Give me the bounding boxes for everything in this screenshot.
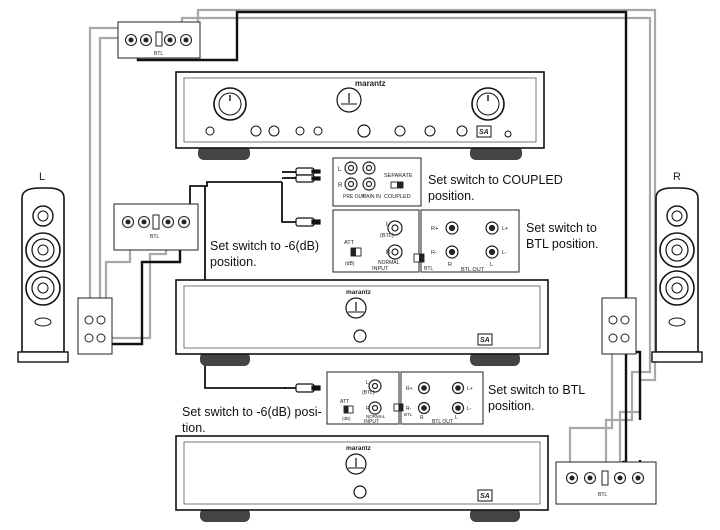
pa1-db-label: (dB) bbox=[345, 261, 355, 267]
pa2-r-plus: R+ bbox=[406, 386, 413, 392]
pa2-l-label: L bbox=[366, 380, 369, 386]
power-amp-2-rear-panel: (BTL) L R ATT (dB) NORMAL INPUT BTL R+ R… bbox=[326, 371, 484, 425]
pa2-sa-logo: SA bbox=[480, 493, 490, 500]
rca-plugs bbox=[295, 167, 321, 393]
pa2-l-plus: L+ bbox=[467, 386, 473, 392]
annotation-btl-bottom-line2: position. bbox=[488, 399, 535, 413]
pa1-l-out-label: L bbox=[490, 262, 493, 268]
top-speaker-terminal-block: BTL bbox=[117, 21, 201, 59]
pa1-sa-logo: SA bbox=[480, 337, 490, 344]
pa1-r-label: R bbox=[386, 250, 391, 256]
bottom-right-terminal-block: BTL bbox=[555, 461, 657, 505]
annotation-att-bottom-line1: Set switch to -6(dB) posi- bbox=[182, 405, 322, 419]
preamplifier-unit: marantz SA bbox=[175, 71, 545, 160]
annotation-btl-top-line1: Set switch to bbox=[526, 221, 597, 235]
right-speaker-label: R bbox=[673, 171, 681, 183]
pa2-att-label: ATT bbox=[340, 399, 349, 405]
pa1-r-out-label: R bbox=[448, 262, 452, 268]
preamp-brand-logo: marantz bbox=[355, 79, 386, 88]
pa1-r-plus: R+ bbox=[431, 226, 438, 232]
annotation-att-top: Set switch to -6(dB) position. bbox=[210, 238, 319, 270]
annotation-att-top-line1: Set switch to -6(dB) bbox=[210, 239, 320, 253]
preamp-rear-panel: L R PRE OUT MAIN IN SEPARATE COUPLED bbox=[332, 157, 422, 207]
annotation-coupled-line1: Set switch to COUPLED bbox=[428, 173, 563, 187]
power-amp-1-rear-panel: (BTL) L R ATT (dB) NORMAL INPUT BTL R+ R… bbox=[332, 209, 520, 273]
annotation-att-bottom-line2: tion. bbox=[182, 421, 206, 435]
pa2-btl-out-label: BTL OUT bbox=[432, 419, 453, 425]
annotation-coupled: Set switch to COUPLED position. bbox=[428, 172, 563, 204]
pa2-btl-switch-label: BTL bbox=[404, 412, 413, 417]
left-block-btl-label: BTL bbox=[150, 234, 159, 240]
coupled-label: COUPLED bbox=[384, 194, 411, 200]
pre-out-label: PRE OUT bbox=[343, 194, 365, 200]
pa2-l-out-label: L bbox=[455, 415, 458, 421]
pa2-r-out-label: R bbox=[420, 415, 424, 421]
annotation-att-top-line2: position. bbox=[210, 255, 257, 269]
annotation-coupled-line2: position. bbox=[428, 189, 475, 203]
right-speaker: R bbox=[651, 171, 703, 363]
pa1-normal-label: NORMAL bbox=[378, 260, 400, 266]
right-block-btl-label: BTL bbox=[598, 492, 607, 498]
left-terminal-block: BTL bbox=[113, 203, 199, 251]
pa1-btl-switch-label: BTL bbox=[424, 266, 433, 272]
pa1-l-minus: L- bbox=[502, 250, 507, 256]
pa2-normal-label: NORMAL bbox=[366, 414, 386, 419]
top-block-btl-label: BTL bbox=[154, 51, 163, 57]
preamp-r-label: R bbox=[338, 183, 343, 189]
power-amplifier-2: marantz SA bbox=[175, 435, 549, 522]
left-speaker: L bbox=[17, 171, 69, 363]
pa1-r-minus: R- bbox=[431, 250, 437, 256]
pa1-att-label: ATT bbox=[344, 240, 355, 246]
pa2-brand-logo: marantz bbox=[346, 445, 372, 452]
pa1-brand-logo: marantz bbox=[346, 289, 372, 296]
left-speaker-terminal bbox=[77, 297, 113, 355]
pa2-input-label: INPUT bbox=[364, 419, 379, 425]
pa1-btl-out-label: BTL OUT bbox=[461, 267, 485, 273]
pa2-r-minus: R- bbox=[406, 406, 412, 412]
right-speaker-terminal bbox=[601, 297, 637, 355]
annotation-btl-top-line2: BTL position. bbox=[526, 237, 599, 251]
pa1-input-label: INPUT bbox=[372, 266, 389, 272]
preamp-l-label: L bbox=[338, 167, 342, 173]
separate-label: SEPARATE bbox=[384, 173, 413, 179]
power-amplifier-1: marantz SA bbox=[175, 279, 549, 366]
left-speaker-label: L bbox=[39, 171, 45, 183]
pa1-l-label: L bbox=[386, 222, 390, 228]
preamp-sa-logo: SA bbox=[479, 129, 489, 136]
pa2-btl-label: (BTL) bbox=[362, 390, 375, 396]
main-in-label: MAIN IN bbox=[362, 194, 381, 200]
pa2-l-minus: L- bbox=[467, 406, 472, 412]
pa1-btl-label: (BTL) bbox=[380, 233, 394, 239]
annotation-btl-top: Set switch to BTL position. bbox=[526, 220, 599, 252]
annotation-btl-bottom-line1: Set switch to BTL bbox=[488, 383, 586, 397]
pa1-l-plus: L+ bbox=[502, 226, 508, 232]
annotation-btl-bottom: Set switch to BTL position. bbox=[488, 382, 585, 414]
pa2-r-label: R bbox=[366, 406, 370, 412]
pa2-db-label: (dB) bbox=[342, 416, 351, 421]
annotation-att-bottom: Set switch to -6(dB) posi- tion. bbox=[182, 404, 322, 436]
